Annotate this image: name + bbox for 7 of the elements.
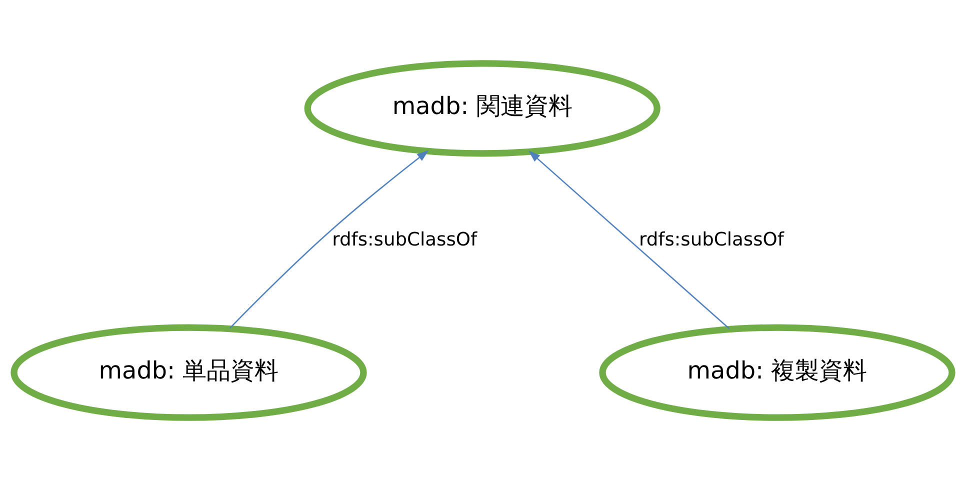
arrow bbox=[229, 150, 429, 329]
node-ellipse: madb: 単品資料 bbox=[10, 324, 367, 421]
arrow bbox=[528, 150, 730, 330]
edge-label: rdfs:subClassOf bbox=[332, 229, 478, 250]
node-ellipse: madb: 複製資料 bbox=[599, 324, 956, 421]
edge-label: rdfs:subClassOf bbox=[639, 229, 784, 250]
node-ellipse: madb: 関連資料 bbox=[304, 60, 660, 157]
